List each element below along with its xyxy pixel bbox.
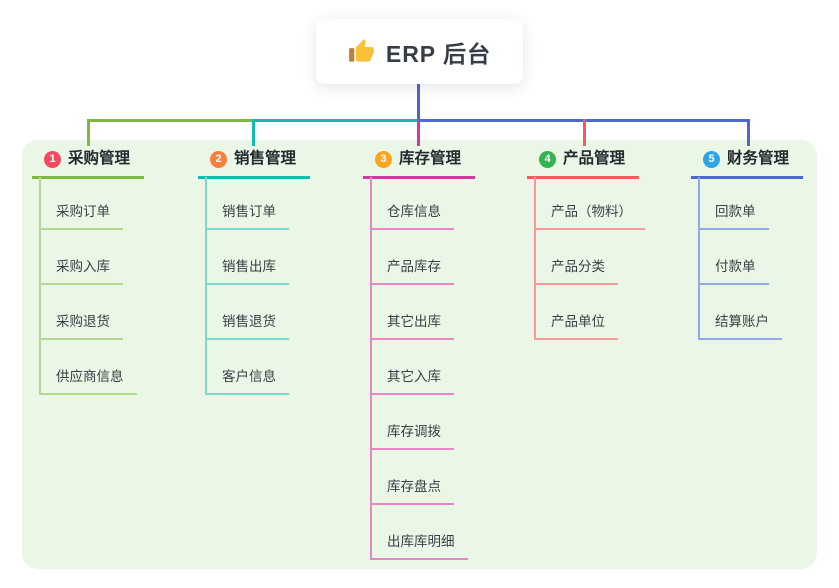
root-node-label: ERP 后台 (385, 40, 492, 67)
child-node[interactable]: 其它入库 (370, 368, 454, 395)
branch-number-badge: 5 (703, 150, 720, 168)
child-node[interactable]: 采购订单 (39, 203, 123, 230)
connector-line (747, 119, 750, 146)
mindmap-panel (22, 140, 817, 569)
connector-line (583, 119, 586, 146)
child-node[interactable]: 销售订单 (205, 203, 289, 230)
branch-node[interactable]: 4 产品管理 (527, 148, 640, 179)
branch-number-badge: 4 (539, 150, 556, 168)
connector-line (370, 177, 372, 558)
child-node[interactable]: 客户信息 (205, 368, 289, 395)
branch-node[interactable]: 2 销售管理 (198, 148, 311, 179)
connector-line (87, 119, 90, 146)
branch-node[interactable]: 1 采购管理 (32, 148, 145, 179)
branch-node-label: 销售管理 (234, 150, 297, 167)
child-node[interactable]: 付款单 (698, 258, 769, 285)
child-node[interactable]: 采购退货 (39, 313, 123, 340)
branch-node-label: 采购管理 (68, 150, 131, 167)
thumbs-up-icon (348, 39, 374, 62)
child-node[interactable]: 采购入库 (39, 258, 123, 285)
connector-line (252, 119, 255, 146)
branch-number-badge: 2 (210, 150, 227, 168)
branch-node-label: 产品管理 (563, 150, 626, 167)
branch-node[interactable]: 5 财务管理 (691, 148, 804, 179)
connector-line (417, 119, 420, 146)
connector-line (87, 119, 252, 122)
child-node[interactable]: 产品（物料） (534, 203, 645, 230)
branch-node-label: 财务管理 (727, 150, 790, 167)
connector-line (252, 119, 417, 122)
branch-inventory: 3 库存管理 仓库信息产品库存其它出库其它入库库存调拨库存盘点出库库明细 (363, 148, 476, 560)
child-node[interactable]: 回款单 (698, 203, 769, 230)
child-node[interactable]: 销售出库 (205, 258, 289, 285)
branch-sales: 2 销售管理 销售订单销售出库销售退货客户信息 (198, 148, 311, 395)
connector-line (205, 177, 207, 393)
connector-line (534, 177, 536, 338)
branch-purchase: 1 采购管理 采购订单采购入库采购退货供应商信息 (32, 148, 145, 395)
branch-product: 4 产品管理 产品（物料） 产品分类产品单位 (527, 148, 645, 340)
child-node[interactable]: 结算账户 (698, 313, 782, 340)
child-node[interactable]: 库存调拨 (370, 423, 454, 450)
child-node[interactable]: 出库库明细 (370, 533, 468, 560)
child-node[interactable]: 其它出库 (370, 313, 454, 340)
child-node[interactable]: 产品分类 (534, 258, 618, 285)
connector-line (417, 84, 420, 120)
branch-finance: 5 财务管理 回款单付款单结算账户 (691, 148, 804, 340)
root-node[interactable]: ERP 后台 (316, 19, 523, 84)
branch-node[interactable]: 3 库存管理 (363, 148, 476, 179)
branch-number-badge: 3 (375, 150, 392, 168)
child-node[interactable]: 仓库信息 (370, 203, 454, 230)
child-node[interactable]: 产品库存 (370, 258, 454, 285)
child-node[interactable]: 产品单位 (534, 313, 618, 340)
branch-node-label: 库存管理 (399, 150, 462, 167)
branch-number-badge: 1 (44, 150, 61, 168)
connector-line (698, 177, 700, 338)
child-node[interactable]: 销售退货 (205, 313, 289, 340)
connector-line (39, 177, 41, 393)
child-node[interactable]: 库存盘点 (370, 478, 454, 505)
child-node[interactable]: 供应商信息 (39, 368, 137, 395)
